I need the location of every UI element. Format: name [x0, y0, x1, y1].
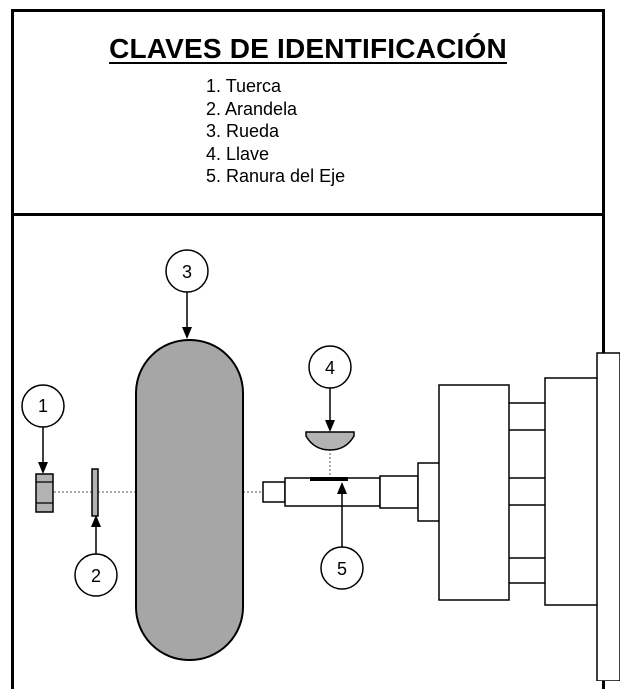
arrow-down-icon [325, 420, 335, 432]
legend-item-key: 4. Llave [206, 143, 270, 164]
callout-2: 2 [74, 515, 118, 597]
callout-3: 3 [165, 249, 209, 339]
callout-4: 4 [308, 345, 352, 432]
hub-housing [438, 352, 620, 681]
callout-1: 1 [21, 384, 65, 474]
callout-1-number: 1 [38, 396, 48, 416]
legend-item-shaft-slot: 5. Ranura del Eje [206, 166, 346, 186]
key-part [305, 431, 355, 451]
legend-item-washer: 2. Arandela [206, 98, 298, 119]
arrow-down-icon [182, 327, 192, 339]
shaft-part [262, 462, 441, 522]
diagram-frame: CLAVES DE IDENTIFICACIÓN 1. Tuerca 2. Ar… [11, 9, 605, 689]
legend-item-nut: 1. Tuerca [206, 76, 282, 96]
callout-5-number: 5 [337, 559, 347, 579]
callout-5: 5 [320, 482, 364, 590]
arrow-down-icon [38, 462, 48, 474]
callout-4-number: 4 [325, 358, 335, 378]
washer-part [91, 468, 99, 517]
legend-item-wheel: 3. Rueda [206, 121, 280, 141]
legend-title: CLAVES DE IDENTIFICACIÓN [109, 33, 507, 64]
arrow-up-icon [91, 515, 101, 527]
wheel-part [135, 339, 244, 661]
legend-list: 1. Tuerca 2. Arandela 3. Rueda 4. Llave … [206, 75, 345, 188]
callout-3-number: 3 [182, 262, 192, 282]
callout-2-number: 2 [91, 566, 101, 586]
nut-part [35, 473, 54, 513]
identification-legend: CLAVES DE IDENTIFICACIÓN 1. Tuerca 2. Ar… [14, 12, 602, 216]
arrow-up-icon [337, 482, 347, 494]
